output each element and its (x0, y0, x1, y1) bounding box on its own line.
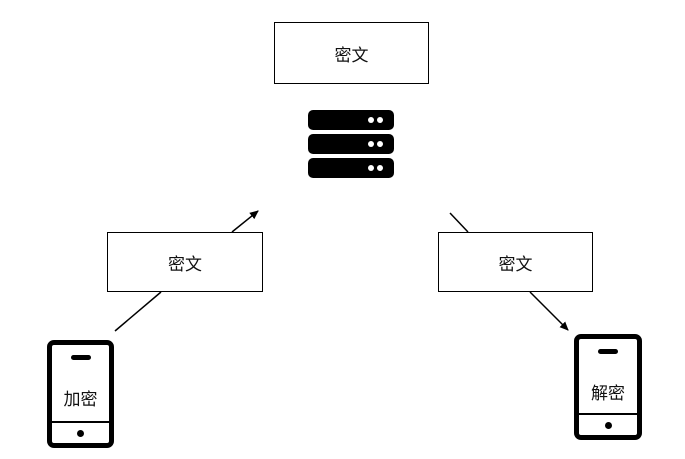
ciphertext-box-top: 密文 (274, 22, 429, 84)
decrypt-label: 解密 (591, 384, 625, 404)
phone-home-button (604, 422, 612, 429)
phone-divider (52, 421, 109, 423)
phone-speaker (70, 355, 91, 360)
ciphertext-label: 密文 (498, 254, 533, 275)
connector-server-to-box (449, 212, 469, 233)
server-icon (308, 110, 394, 182)
sender-smartphone-icon: 加密 (47, 340, 114, 448)
receiver-smartphone-icon: 解密 (574, 334, 642, 440)
server-unit (308, 158, 394, 178)
phone-divider (579, 413, 637, 415)
ciphertext-box-left: 密文 (107, 232, 263, 292)
ciphertext-label: 密文 (334, 45, 369, 66)
arrow-box-to-receiver (529, 291, 569, 331)
arrow-box-to-server (231, 210, 259, 233)
encrypt-label: 加密 (63, 390, 98, 410)
phone-speaker (598, 349, 618, 354)
ciphertext-label: 密文 (168, 254, 202, 275)
phone-home-button (77, 430, 84, 437)
ciphertext-box-right: 密文 (438, 232, 593, 292)
connector-sender-to-box (114, 291, 162, 332)
server-unit (308, 110, 394, 130)
server-unit (308, 134, 394, 154)
